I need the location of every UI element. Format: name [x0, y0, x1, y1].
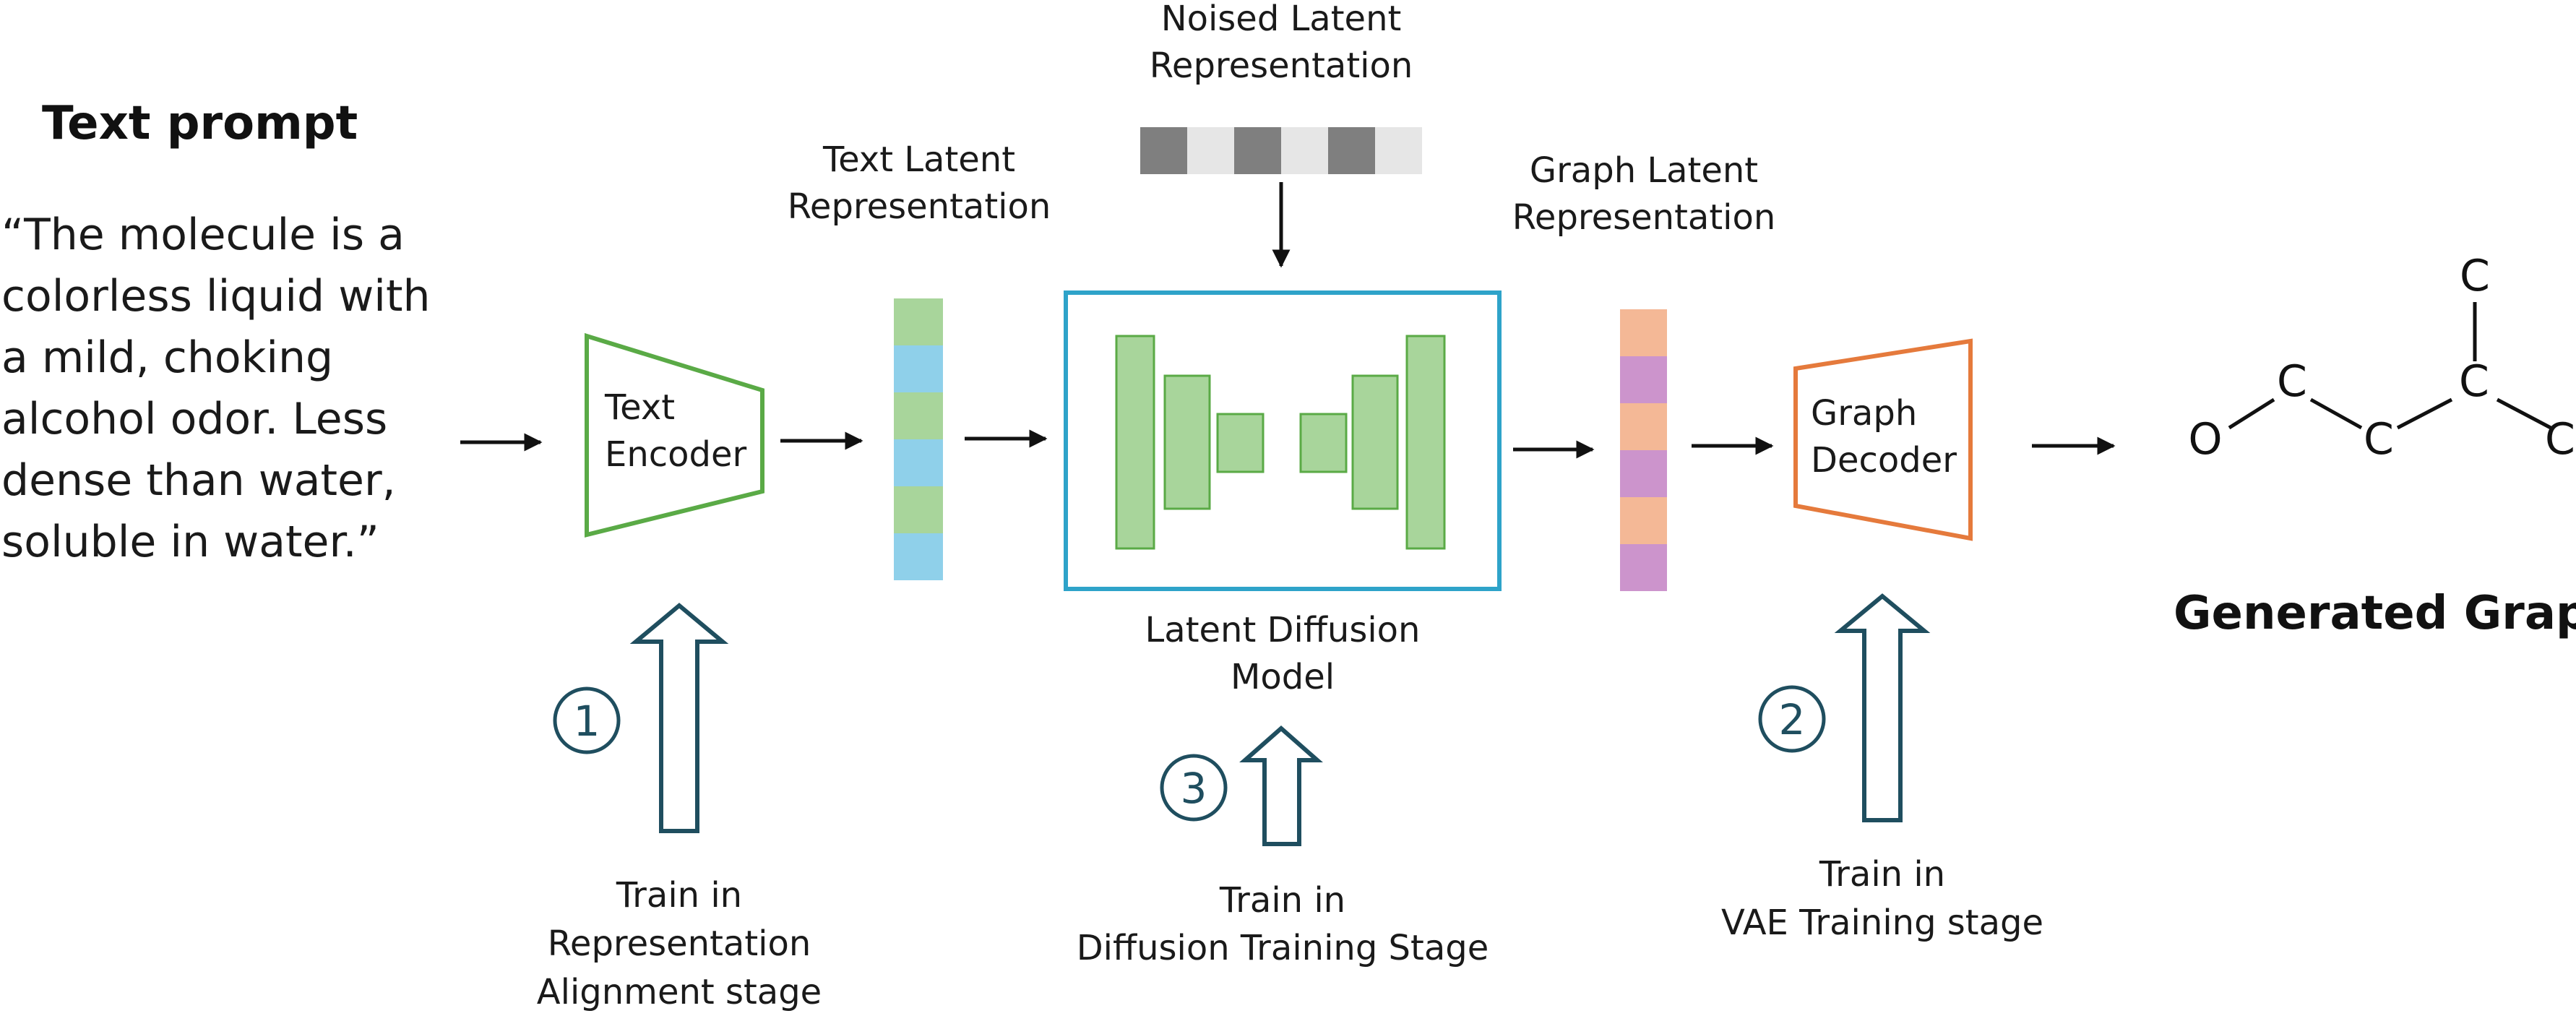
graph-latent-cell — [1620, 544, 1667, 591]
text-encoder: Text Encoder — [585, 332, 764, 538]
bond — [2496, 397, 2552, 430]
noised-latent-cell — [1234, 127, 1281, 174]
graph-decoder-label-2: Decoder — [1811, 440, 1957, 481]
diffusion-label-1: Latent Diffusion — [1145, 610, 1421, 650]
prompt-line: alcohol odor. Less — [1, 394, 387, 444]
text-encoder-label-2: Encoder — [605, 434, 747, 475]
atom: O — [2188, 414, 2222, 465]
stage-2-label-2: VAE Training stage — [1721, 903, 2043, 943]
stage-3-label-2: Diffusion Training Stage — [1077, 928, 1489, 968]
atom: C — [2364, 414, 2394, 465]
stage-1-number-circle — [553, 686, 621, 754]
stage-3-number: 3 — [1181, 764, 1207, 813]
stage-3-arrow — [1239, 726, 1323, 846]
bond — [2228, 397, 2275, 430]
stage-1-label-2: Representation — [548, 924, 811, 964]
text-latent-cell — [894, 298, 943, 345]
atom: C — [2277, 356, 2307, 407]
stage-1-arrow — [629, 603, 729, 833]
noised-latent-label-1: Noised Latent — [1161, 0, 1402, 39]
graph-decoder-label-1: Graph — [1811, 393, 1917, 434]
noised-latent-cell — [1140, 127, 1187, 174]
text-latent-cell — [894, 392, 943, 439]
noised-latent-cell — [1281, 127, 1328, 174]
stage-2: 2 Train in VAE Training stage — [1721, 593, 2043, 943]
text-encoder-shape — [585, 332, 764, 538]
text-latent-label-2: Representation — [788, 186, 1051, 227]
atom: C — [2545, 414, 2575, 465]
graph-decoder: Graph Decoder — [1793, 338, 1973, 541]
bond — [2396, 397, 2453, 430]
prompt-text: “The molecule is a colorless liquid with… — [1, 210, 431, 567]
generated-graph-caption: Generated Graph — [2174, 587, 2576, 640]
graph-latent-label-2: Representation — [1512, 197, 1776, 238]
stage-2-number: 2 — [1779, 695, 1806, 744]
stage-1-label-3: Alignment stage — [537, 972, 822, 1012]
prompt-line: dense than water, — [1, 455, 396, 506]
text-latent-label-1: Text Latent — [822, 139, 1015, 180]
diffusion-frame — [1064, 290, 1502, 591]
unet-block — [1299, 413, 1348, 473]
stage-3-label-1: Train in — [1219, 880, 1345, 921]
unet-block — [1216, 413, 1265, 473]
noised-latent-vector: Noised Latent Representation — [1140, 0, 1422, 174]
unet-block — [1115, 335, 1155, 550]
graph-latent-vector: Graph Latent Representation — [1512, 150, 1776, 591]
graph-latent-cell — [1620, 450, 1667, 497]
text-latent-cell — [894, 345, 943, 392]
latent-diffusion-model: Latent Diffusion Model — [1064, 290, 1502, 697]
prompt-heading: Text prompt — [42, 97, 358, 150]
text-latent-cell — [894, 533, 943, 580]
unet-block — [1405, 335, 1446, 550]
atom: C — [2460, 251, 2490, 301]
stage-2-label-1: Train in — [1819, 854, 1945, 895]
prompt-line: soluble in water.” — [1, 517, 379, 567]
stage-3-number-circle — [1160, 754, 1228, 822]
text-encoder-label-1: Text — [604, 387, 675, 428]
graph-decoder-shape — [1793, 338, 1973, 541]
stage-1: 1 Train in Representation Alignment stag… — [537, 603, 822, 1012]
prompt-line: a mild, choking — [1, 332, 333, 383]
stage-1-number: 1 — [574, 697, 600, 746]
noised-latent-cell — [1328, 127, 1375, 174]
graph-latent-cell — [1620, 356, 1667, 403]
unet-block — [1163, 374, 1211, 510]
prompt-line: “The molecule is a — [1, 210, 405, 260]
noised-latent-cell — [1187, 127, 1234, 174]
stage-2-number-circle — [1758, 685, 1826, 753]
text-latent-cell — [894, 486, 943, 533]
text-latent-vector: Text Latent Representation — [788, 139, 1051, 580]
stage-3: 3 Train in Diffusion Training Stage — [1077, 726, 1489, 968]
graph-latent-label-1: Graph Latent — [1530, 150, 1758, 191]
atom: C — [2459, 356, 2489, 407]
graph-latent-cell — [1620, 497, 1667, 544]
noised-latent-cell — [1375, 127, 1422, 174]
graph-latent-cell — [1620, 309, 1667, 356]
text-latent-cell — [894, 439, 943, 486]
bond — [2309, 397, 2363, 430]
prompt-line: colorless liquid with — [1, 271, 431, 322]
molecule-graph: C O C C C C Generated Graph — [2174, 251, 2576, 640]
graph-latent-cell — [1620, 403, 1667, 450]
noised-latent-label-2: Representation — [1150, 46, 1413, 86]
stage-2-arrow — [1834, 593, 1931, 822]
stage-1-label-1: Train in — [616, 875, 742, 916]
unet-block — [1351, 374, 1399, 510]
diffusion-label-2: Model — [1231, 657, 1335, 697]
